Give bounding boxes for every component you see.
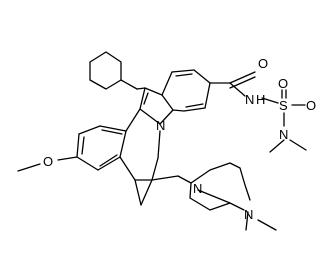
diazabicyclo-substituent: [151, 162, 277, 231]
dimethylamino-nitrogen-label: N: [279, 127, 288, 142]
azepine-cyclopropane: [119, 130, 161, 206]
carboxamide-group: [209, 71, 256, 97]
bicyclic-bridge-nitrogen-label: N: [193, 181, 202, 196]
sulfonyl-oxygen-left-label: O: [278, 76, 288, 91]
sulfur-label: S: [279, 98, 288, 113]
indole-nitrogen-label: N: [156, 118, 165, 133]
indole-five-ring: [136, 87, 174, 125]
bicyclic-ring-nitrogen-label: N: [244, 207, 253, 222]
amide-hydrogen-label: H: [256, 92, 265, 107]
benzo-ring-right: [161, 69, 211, 112]
amide-nitrogen-label: N: [245, 92, 254, 107]
sulfonyl-group: [261, 89, 307, 153]
atom-labels: O N H S O O N N O N N: [43, 56, 316, 222]
sulfonyl-oxygen-right-label: O: [306, 98, 316, 113]
cyclohexyl-ring: [89, 51, 138, 90]
methoxy-aryl-ring: [17, 108, 141, 172]
methoxy-oxygen-label: O: [43, 154, 53, 169]
carbonyl-oxygen-label: O: [258, 56, 268, 71]
